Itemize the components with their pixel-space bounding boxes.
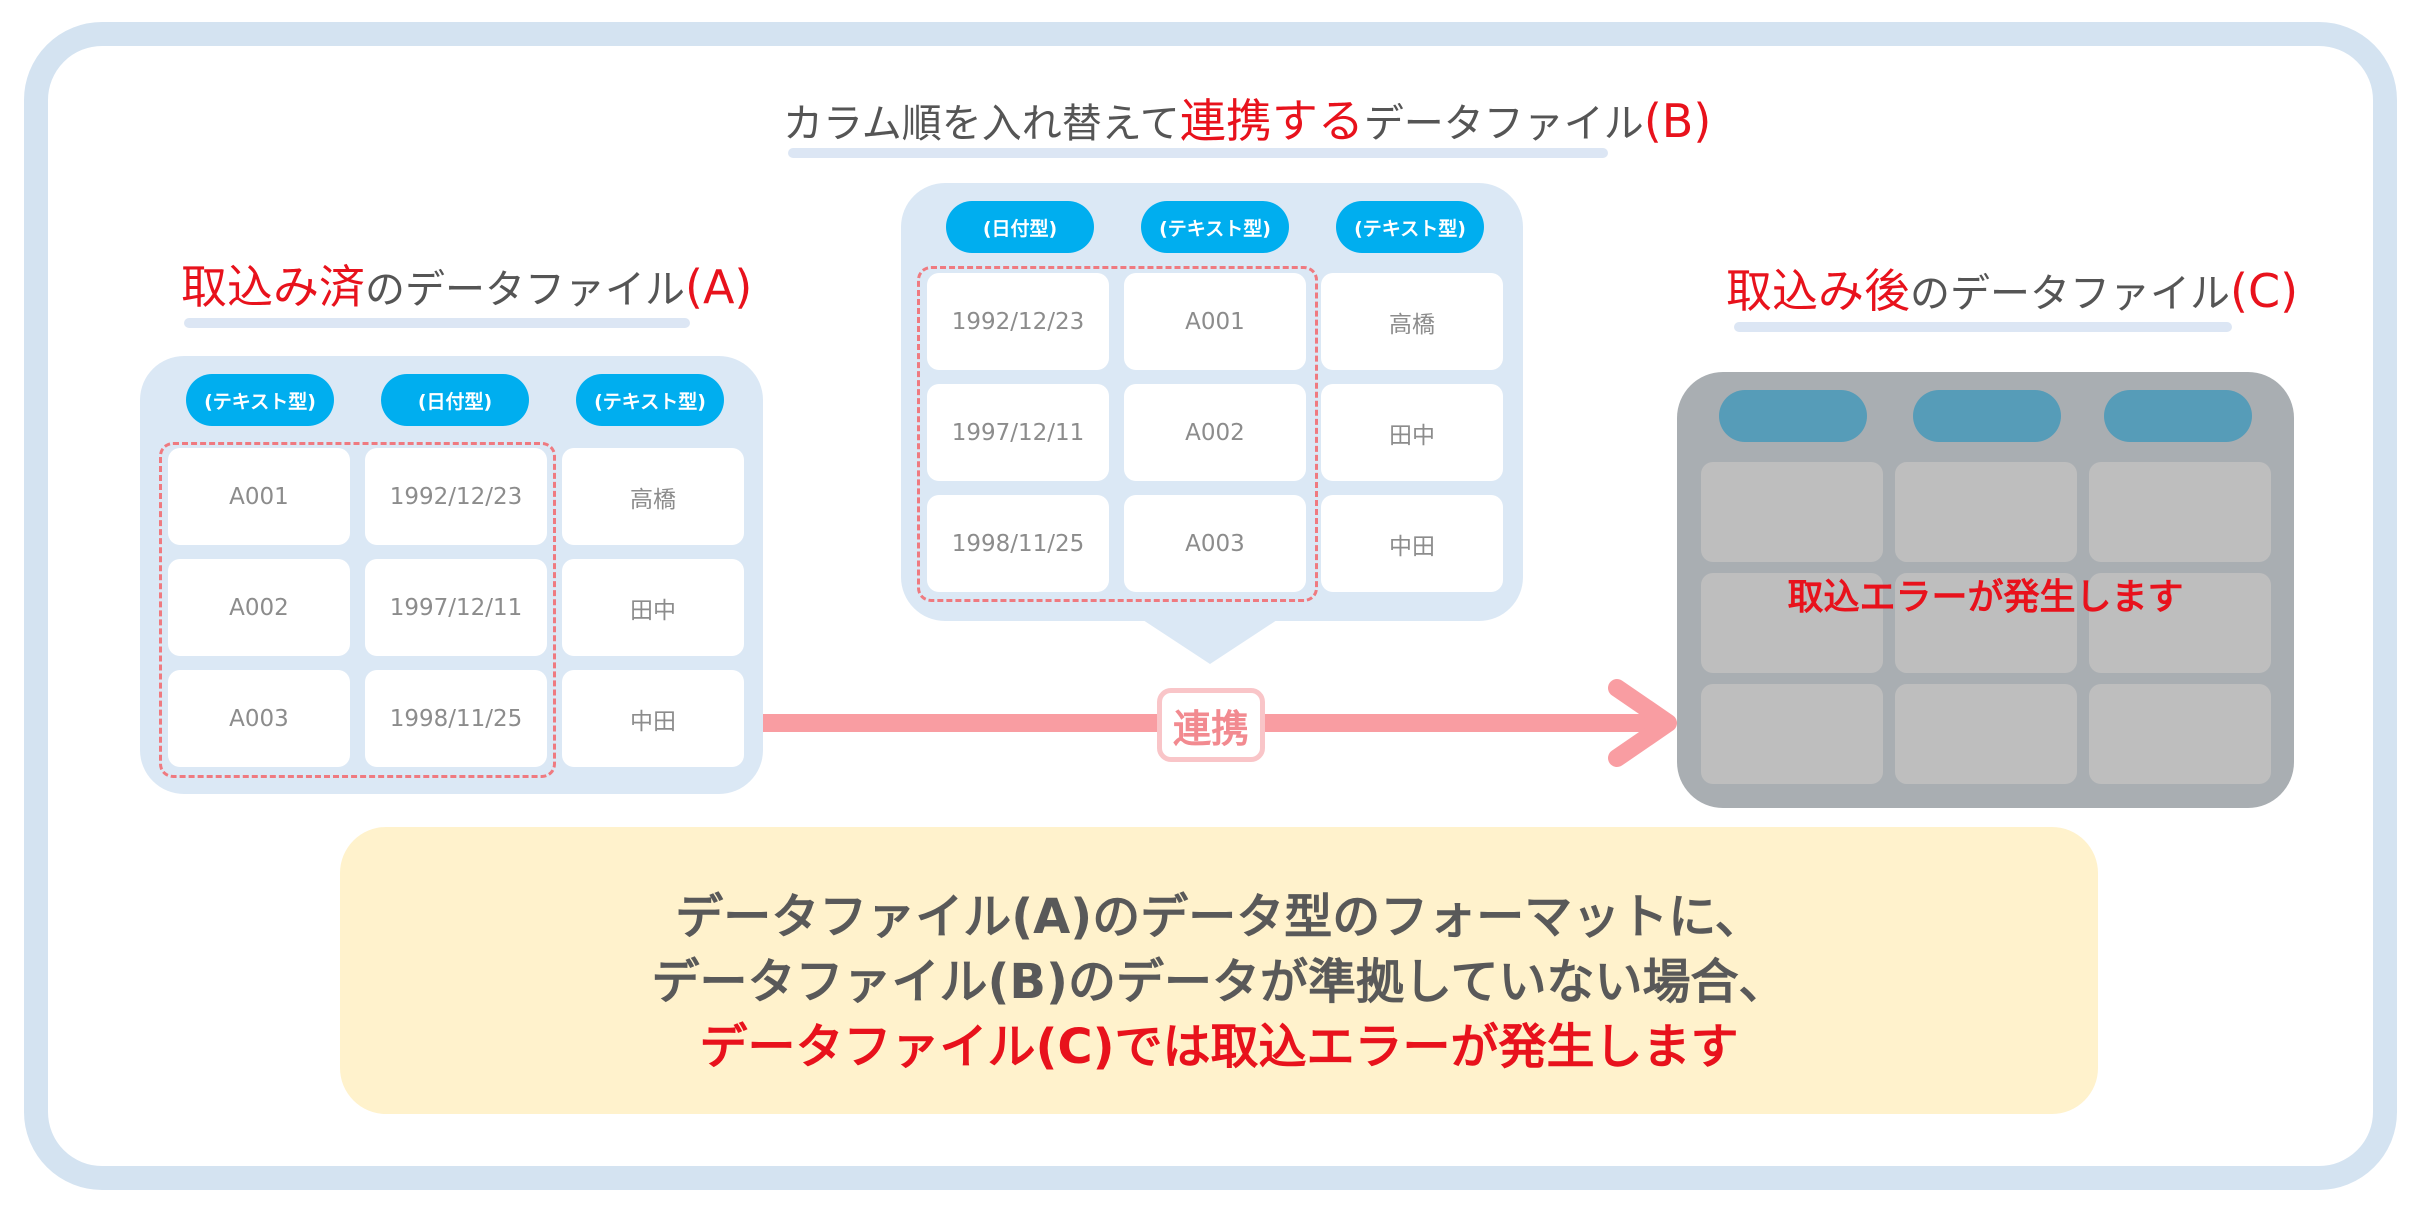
file-a-panel: (テキスト型) (日付型) (テキスト型) A001 1992/12/23 高橋… (140, 356, 763, 794)
file-a-header-1: (テキスト型) (186, 374, 334, 426)
file-a-cell: A002 (168, 559, 350, 656)
file-c-cell (2089, 684, 2271, 784)
file-c-title-label: (C) (2230, 264, 2299, 318)
file-a-cell: 1998/11/25 (365, 670, 547, 767)
file-a-title-underline (184, 318, 690, 328)
file-a-cell: 1997/12/11 (365, 559, 547, 656)
file-c-header-3 (2104, 390, 2252, 442)
file-c-header-2 (1913, 390, 2061, 442)
file-c-cell (1701, 462, 1883, 562)
file-c-cell (1701, 573, 1883, 673)
file-b-cell: 1997/12/11 (927, 384, 1109, 481)
file-c-cell (2089, 573, 2271, 673)
file-c-cell (1895, 573, 2077, 673)
file-b-cell: 中田 (1321, 495, 1503, 592)
file-b-highlight-box (917, 266, 1318, 602)
file-b-header-1: (日付型) (946, 201, 1094, 253)
file-c-title: 取込み後のデータファイル(C) (1726, 268, 2298, 314)
file-b-cell: 高橋 (1321, 273, 1503, 370)
arrow-head (1608, 679, 1677, 767)
file-b-header-3: (テキスト型) (1336, 201, 1484, 253)
note-line-2: データファイル(B)のデータが準拠していない場合、 (651, 954, 1787, 1010)
file-c-title-underline (1734, 322, 2232, 332)
note-line-1: データファイル(A)のデータ型のフォーマットに、 (675, 889, 1763, 945)
file-b-cell: A001 (1124, 273, 1306, 370)
file-a-cell: 高橋 (562, 448, 744, 545)
file-a-cell: A003 (168, 670, 350, 767)
file-b-panel: (日付型) (テキスト型) (テキスト型) 1992/12/23 A001 高橋… (901, 183, 1523, 621)
explanation-note: データファイル(A)のデータ型のフォーマットに、 データファイル(B)のデータが… (340, 827, 2098, 1114)
file-c-cell (1701, 684, 1883, 784)
file-b-title-underline (788, 148, 1608, 158)
file-c-title-tail: のデータファイル (1910, 271, 2230, 317)
file-b-cell: 1998/11/25 (927, 495, 1109, 592)
file-a-title-tail: のデータファイル (365, 267, 685, 313)
file-a-header-2: (日付型) (381, 374, 529, 426)
file-b-header-2: (テキスト型) (1141, 201, 1289, 253)
file-b-cell: A002 (1124, 384, 1306, 481)
file-a-highlight-box (159, 442, 556, 778)
file-b-title-highlight: 連携する (1179, 94, 1364, 148)
file-a-header-3: (テキスト型) (576, 374, 724, 426)
file-b-cell: A003 (1124, 495, 1306, 592)
file-b-title-label: (B) (1643, 94, 1712, 148)
file-c-error-message: 取込エラーが発生します (1787, 577, 2184, 618)
file-a-title-label: (A) (685, 260, 753, 314)
file-a-cell: 1992/12/23 (365, 448, 547, 545)
file-c-panel: 取込エラーが発生します (1677, 372, 2294, 808)
file-c-cell (1895, 462, 2077, 562)
note-line-3: データファイル(C)では取込エラーが発生します (699, 1019, 1739, 1075)
file-b-cell: 1992/12/23 (927, 273, 1109, 370)
file-c-cell (2089, 462, 2271, 562)
file-c-title-highlight: 取込み後 (1726, 264, 1910, 318)
file-a-title-highlight: 取込み済 (181, 260, 365, 314)
file-a-title: 取込み済のデータファイル(A) (181, 264, 752, 310)
link-badge: 連携 (1157, 688, 1265, 762)
file-b-cell: 田中 (1321, 384, 1503, 481)
file-a-cell: 中田 (562, 670, 744, 767)
file-b-title-lead: カラム順を入れ替えて (783, 101, 1180, 147)
file-b-title-tail: データファイル (1363, 101, 1644, 147)
file-b-pointer (1140, 618, 1280, 664)
file-b-title: カラム順を入れ替えて連携するデータファイル(B) (783, 98, 1711, 144)
file-c-header-1 (1719, 390, 1867, 442)
file-a-cell: A001 (168, 448, 350, 545)
file-c-cell (1895, 684, 2077, 784)
file-a-cell: 田中 (562, 559, 744, 656)
